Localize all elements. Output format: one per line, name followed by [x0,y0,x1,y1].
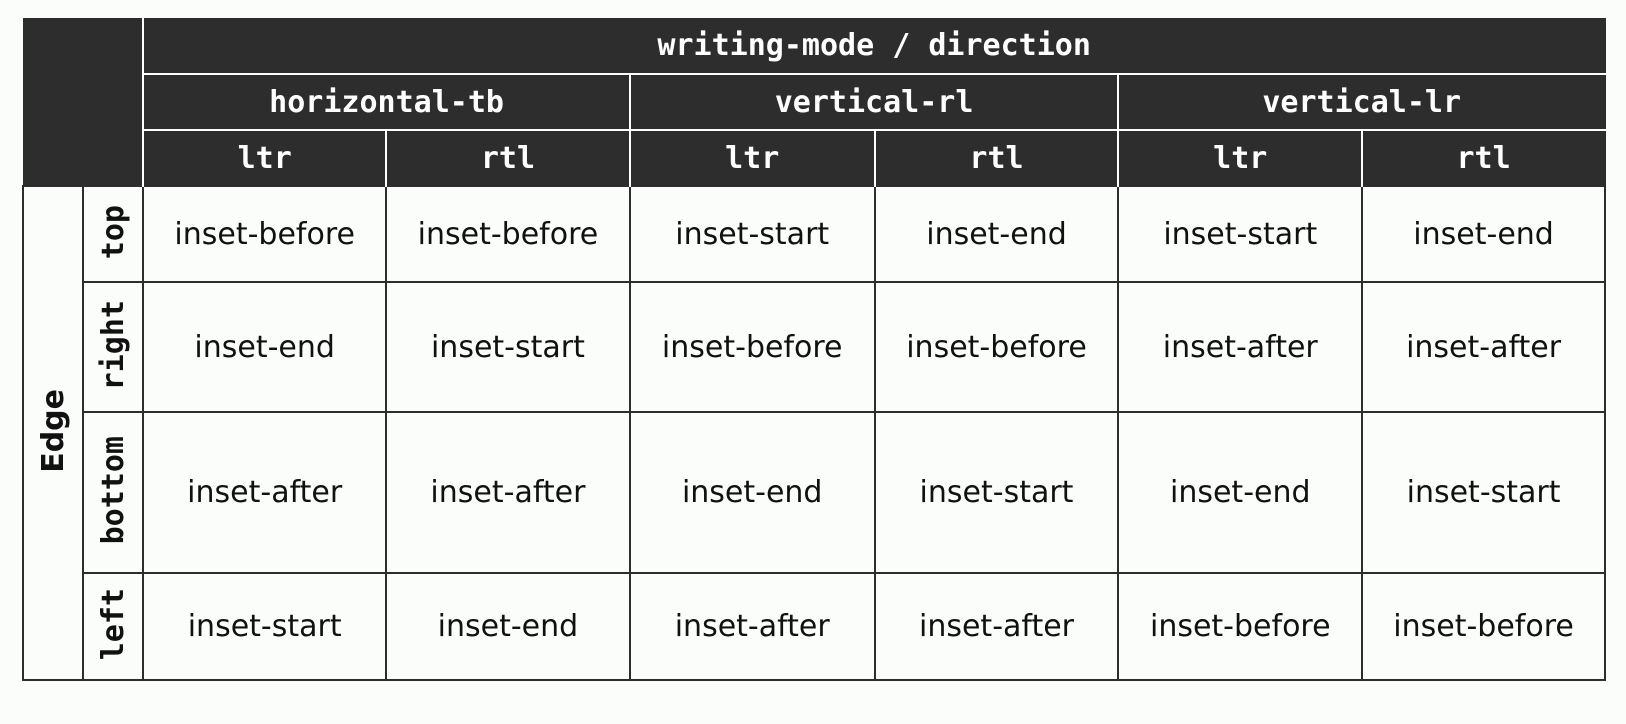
table-cell: inset-before [873,281,1120,413]
edge-label-cell: right [82,281,145,413]
table-cell: inset-after [142,411,388,574]
header-direction: ltr [142,130,387,186]
table-row: bottom inset-after inset-after inset-end… [23,411,1606,574]
header-direction: rtl [873,130,1119,186]
table-cell: inset-after [1117,281,1364,413]
edge-label-cell: left [82,572,145,681]
edge-label-cell: top [82,185,145,283]
header-corner [23,18,144,186]
table-cell: inset-start [385,281,631,413]
header-mode-horizontal-tb: horizontal-tb [142,74,630,131]
table-cell: inset-before [1361,572,1606,681]
header-direction: ltr [1117,130,1363,186]
edge-label-cell: bottom [82,411,145,574]
edge-group-label: Edge [35,389,71,473]
edge-label-top: top [95,204,131,260]
table-cell: inset-start [628,185,876,283]
header-direction: rtl [385,130,630,186]
edge-label-right: right [95,299,131,391]
table-row: right inset-end inset-start inset-before… [23,281,1606,413]
header-row-modes: horizontal-tb vertical-rl vertical-lr [23,74,1606,131]
table-cell: inset-after [1361,281,1606,413]
table-cell: inset-before [628,281,876,413]
table-cell: inset-end [873,185,1120,283]
table-cell: inset-start [873,411,1120,574]
table-cell: inset-end [628,411,876,574]
table-row: Edge top inset-before inset-before inset… [21,185,1606,681]
header-row-group: writing-mode / direction [23,18,1606,186]
header-mode-vertical-lr: vertical-lr [1117,74,1606,131]
inset-mapping-table: writing-mode / direction horizontal-tb v… [21,18,1606,681]
table-cell: inset-start [1117,185,1364,283]
table-cell: inset-end [1117,411,1364,574]
table-cell: inset-end [1361,185,1606,283]
table-cell: inset-after [873,572,1120,681]
header-mode-vertical-rl: vertical-rl [628,74,1119,131]
table-cell: inset-end [142,281,388,413]
header-group-title: writing-mode / direction [142,18,1606,75]
table-cell: inset-start [142,572,388,681]
header-row-directions: ltr rtl ltr rtl ltr rtl [23,130,1606,186]
header-direction: ltr [628,130,875,186]
table-cell: inset-end [385,572,631,681]
edge-label-left: left [95,588,131,661]
edge-group-cell: Edge [21,185,85,681]
table-cell: inset-after [628,572,876,681]
table-cell: inset-before [142,185,388,283]
table-row: left inset-start inset-end inset-after i… [23,572,1606,681]
table-cell: inset-before [1117,572,1364,681]
header-direction: rtl [1361,130,1606,186]
table-cell: inset-start [1361,411,1606,574]
table-cell: inset-before [385,185,631,283]
edge-label-bottom: bottom [95,436,131,545]
table-cell: inset-after [385,411,631,574]
